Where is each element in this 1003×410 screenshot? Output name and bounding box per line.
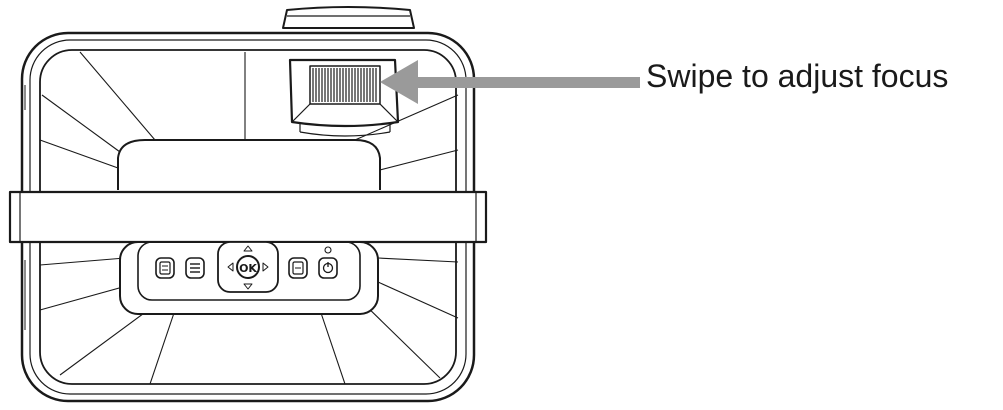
center-panel (117, 139, 381, 190)
right-arrow-icon (262, 262, 269, 272)
menu-button[interactable] (185, 257, 205, 279)
down-arrow-icon (243, 283, 253, 290)
left-arrow-icon (227, 262, 234, 272)
up-arrow-icon (243, 245, 253, 252)
directional-pad[interactable] (217, 241, 279, 293)
callout-text: Swipe to adjust focus (646, 58, 949, 94)
callout-arrow (380, 60, 640, 104)
lens-cap (282, 6, 415, 29)
back-button[interactable] (288, 257, 308, 279)
ok-button[interactable] (236, 255, 260, 279)
carrying-strap (8, 190, 488, 244)
power-button[interactable] (318, 246, 338, 279)
ok-label: OK (239, 262, 257, 275)
focus-wheel[interactable] (288, 58, 400, 137)
power-indicator-light (324, 246, 332, 254)
input-button[interactable] (155, 257, 175, 279)
control-panel (119, 241, 379, 315)
